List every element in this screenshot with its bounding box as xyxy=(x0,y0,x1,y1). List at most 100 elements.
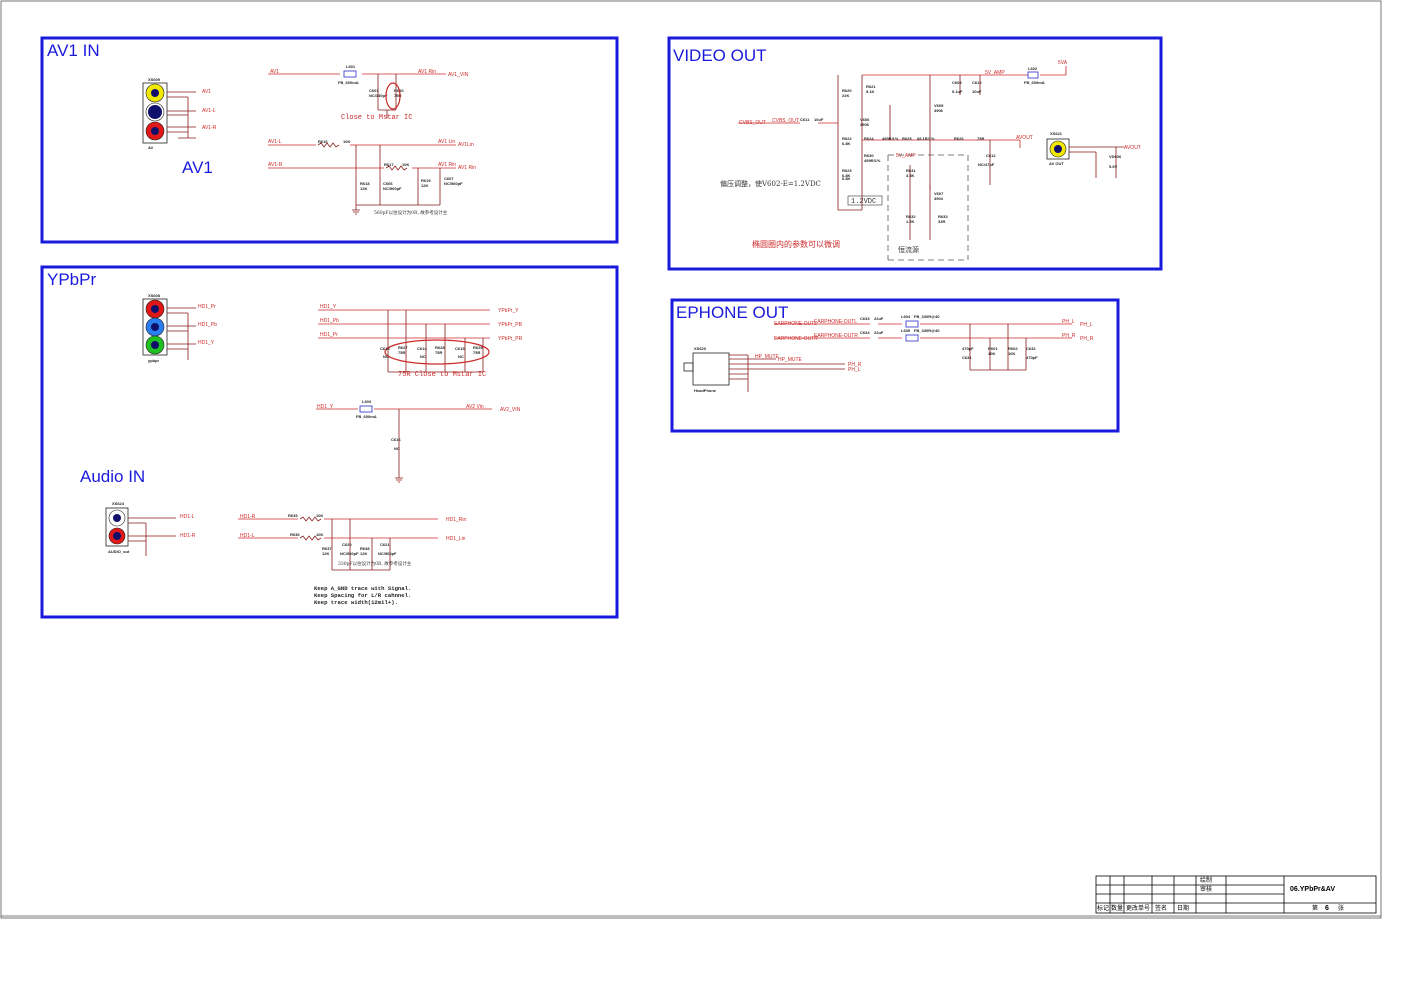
svg-text:XS621: XS621 xyxy=(1050,131,1063,136)
svg-text:数量: 数量 xyxy=(1111,904,1123,912)
r75-close-note: 75R Close to Mstar IC xyxy=(398,371,486,379)
svg-text:10uF: 10uF xyxy=(814,117,824,122)
svg-text:R631: R631 xyxy=(906,168,916,173)
av1-in-title: AV1 IN xyxy=(47,41,100,60)
svg-text:AV1 Lin: AV1 Lin xyxy=(438,139,455,145)
svg-text:33R: 33R xyxy=(938,219,945,224)
svg-text:AV1Lin: AV1Lin xyxy=(458,142,474,148)
svg-text:R618: R618 xyxy=(360,181,370,186)
svg-text:R635: R635 xyxy=(288,513,298,518)
svg-text:R632: R632 xyxy=(906,214,916,219)
svg-text:R617: R617 xyxy=(384,162,394,167)
svg-text:YPbPr_Y: YPbPr_Y xyxy=(498,308,519,314)
svg-text:C615: C615 xyxy=(455,346,465,351)
svg-text:PH_L: PH_L xyxy=(1080,322,1093,328)
svg-text:EARPHONE-OUTL: EARPHONE-OUTL xyxy=(774,321,817,327)
svg-text:V607: V607 xyxy=(934,191,944,196)
video-out-frame xyxy=(667,36,1163,271)
svg-text:1.2K: 1.2K xyxy=(906,219,915,224)
svg-text:HD1_Pb: HD1_Pb xyxy=(320,318,339,324)
svg-text:AV1-R: AV1-R xyxy=(202,125,217,131)
video-out-title: VIDEO OUT xyxy=(673,46,767,65)
video-out-block: VIDEO OUT 5VA 5V_AMP L602 FB_600mA C608 … xyxy=(667,36,1163,271)
svg-text:AV1_VIN: AV1_VIN xyxy=(448,72,469,78)
svg-text:PH_L: PH_L xyxy=(848,367,861,373)
ypbpr-frame xyxy=(40,265,619,619)
svg-text:HP_MUTE: HP_MUTE xyxy=(755,354,780,360)
svg-text:NC: NC xyxy=(394,446,400,451)
svg-text:R616: R616 xyxy=(318,139,328,144)
bias-adjust-note: 偏压调整，使V602-E=1.2VDC xyxy=(720,179,821,188)
ypbpr-block: YPbPr XS608 ypbpr HD1_Pr HD1_Pb HD1_Y HD… xyxy=(40,265,619,619)
av1-in-frame xyxy=(40,36,619,244)
svg-text:AV: AV xyxy=(148,145,154,150)
svg-text:75R: 75R xyxy=(394,93,401,98)
ephone-out-title: EPHONE OUT xyxy=(676,303,788,322)
svg-text:XS620: XS620 xyxy=(694,346,707,351)
svg-text:R627: R627 xyxy=(398,345,408,350)
svg-text:NC/47pF: NC/47pF xyxy=(978,162,995,167)
svg-text:签名: 签名 xyxy=(1155,904,1167,912)
av1-cap-note: 560pF以往设计为0R, 故参考设计主 xyxy=(374,209,448,216)
svg-text:12K: 12K xyxy=(360,186,367,191)
svg-text:3906: 3906 xyxy=(860,122,870,127)
av1-subtitle: AV1 xyxy=(182,158,213,177)
svg-text:AV1-L: AV1-L xyxy=(268,139,282,145)
svg-text:HD1_Pb: HD1_Pb xyxy=(198,322,217,328)
svg-text:10K: 10K xyxy=(402,162,409,167)
svg-text:C633: C633 xyxy=(860,316,870,321)
svg-text:5.1K: 5.1K xyxy=(866,89,875,94)
svg-text:C613: C613 xyxy=(380,346,390,351)
svg-text:PH_R: PH_R xyxy=(1062,333,1076,339)
svg-text:VD606: VD606 xyxy=(1109,154,1122,159)
svg-text:HD1-R: HD1-R xyxy=(240,514,256,520)
svg-text:AV OUT: AV OUT xyxy=(1049,161,1064,166)
svg-text:更改单号: 更改单号 xyxy=(1126,904,1150,912)
svg-text:EARPHONE-OUTR: EARPHONE-OUTR xyxy=(814,333,858,339)
svg-text:XS624: XS624 xyxy=(112,501,125,506)
svg-text:499R/1%: 499R/1% xyxy=(864,158,881,163)
svg-text:AV1: AV1 xyxy=(202,89,211,95)
svg-text:ypbpr: ypbpr xyxy=(148,358,160,363)
svg-text:5V_AMP: 5V_AMP xyxy=(985,70,1005,76)
sheet-border xyxy=(0,0,1382,919)
svg-text:CVBS_OUT: CVBS_OUT xyxy=(739,120,766,126)
svg-text:AV2_VIN: AV2_VIN xyxy=(500,407,521,413)
svg-text:R630: R630 xyxy=(864,153,874,158)
svg-text:12K: 12K xyxy=(421,183,428,188)
svg-text:C601: C601 xyxy=(369,88,379,93)
svg-text:HP_MUTE: HP_MUTE xyxy=(778,357,803,363)
svg-text:FB_330R@40: FB_330R@40 xyxy=(914,328,940,333)
svg-text:PH_R: PH_R xyxy=(1080,336,1094,342)
svg-text:470pF: 470pF xyxy=(1026,355,1038,360)
svg-text:C631: C631 xyxy=(962,355,972,360)
svg-text:NC/560pF: NC/560pF xyxy=(383,186,402,191)
svg-text:HD1-L: HD1-L xyxy=(180,514,195,520)
sheet-title: 06.YPbPr&AV xyxy=(1290,886,1335,893)
svg-text:22uF: 22uF xyxy=(874,316,884,321)
svg-text:张: 张 xyxy=(1338,904,1344,912)
svg-text:C606: C606 xyxy=(383,181,393,186)
svg-text:470pF: 470pF xyxy=(962,346,974,351)
svg-text:C607: C607 xyxy=(444,176,454,181)
svg-text:L602: L602 xyxy=(1028,66,1038,71)
svg-text:FB_600mA: FB_600mA xyxy=(338,80,359,85)
svg-text:R602: R602 xyxy=(1008,346,1018,351)
svg-text:R623: R623 xyxy=(842,168,852,173)
svg-text:C611: C611 xyxy=(800,117,810,122)
svg-text:499R/1%: 499R/1% xyxy=(882,136,899,141)
svg-text:V606: V606 xyxy=(860,117,870,122)
svg-text:75R: 75R xyxy=(435,350,442,355)
svg-text:PH_L: PH_L xyxy=(1062,319,1075,325)
svg-text:EARPHONE-OUTR: EARPHONE-OUTR xyxy=(774,336,818,342)
svg-text:5V_AMP: 5V_AMP xyxy=(896,153,916,159)
svg-text:FB_600mA: FB_600mA xyxy=(1024,80,1045,85)
svg-text:12K: 12K xyxy=(360,551,367,556)
svg-text:FB_330R@40: FB_330R@40 xyxy=(914,314,940,319)
svg-text:10K: 10K xyxy=(343,139,350,144)
svg-text:C632: C632 xyxy=(1026,346,1036,351)
svg-text:R638: R638 xyxy=(360,546,370,551)
svg-text:NC: NC xyxy=(420,354,426,359)
keep-spacing-note: Keep Spacing for L/R cahnnel. xyxy=(314,592,411,599)
